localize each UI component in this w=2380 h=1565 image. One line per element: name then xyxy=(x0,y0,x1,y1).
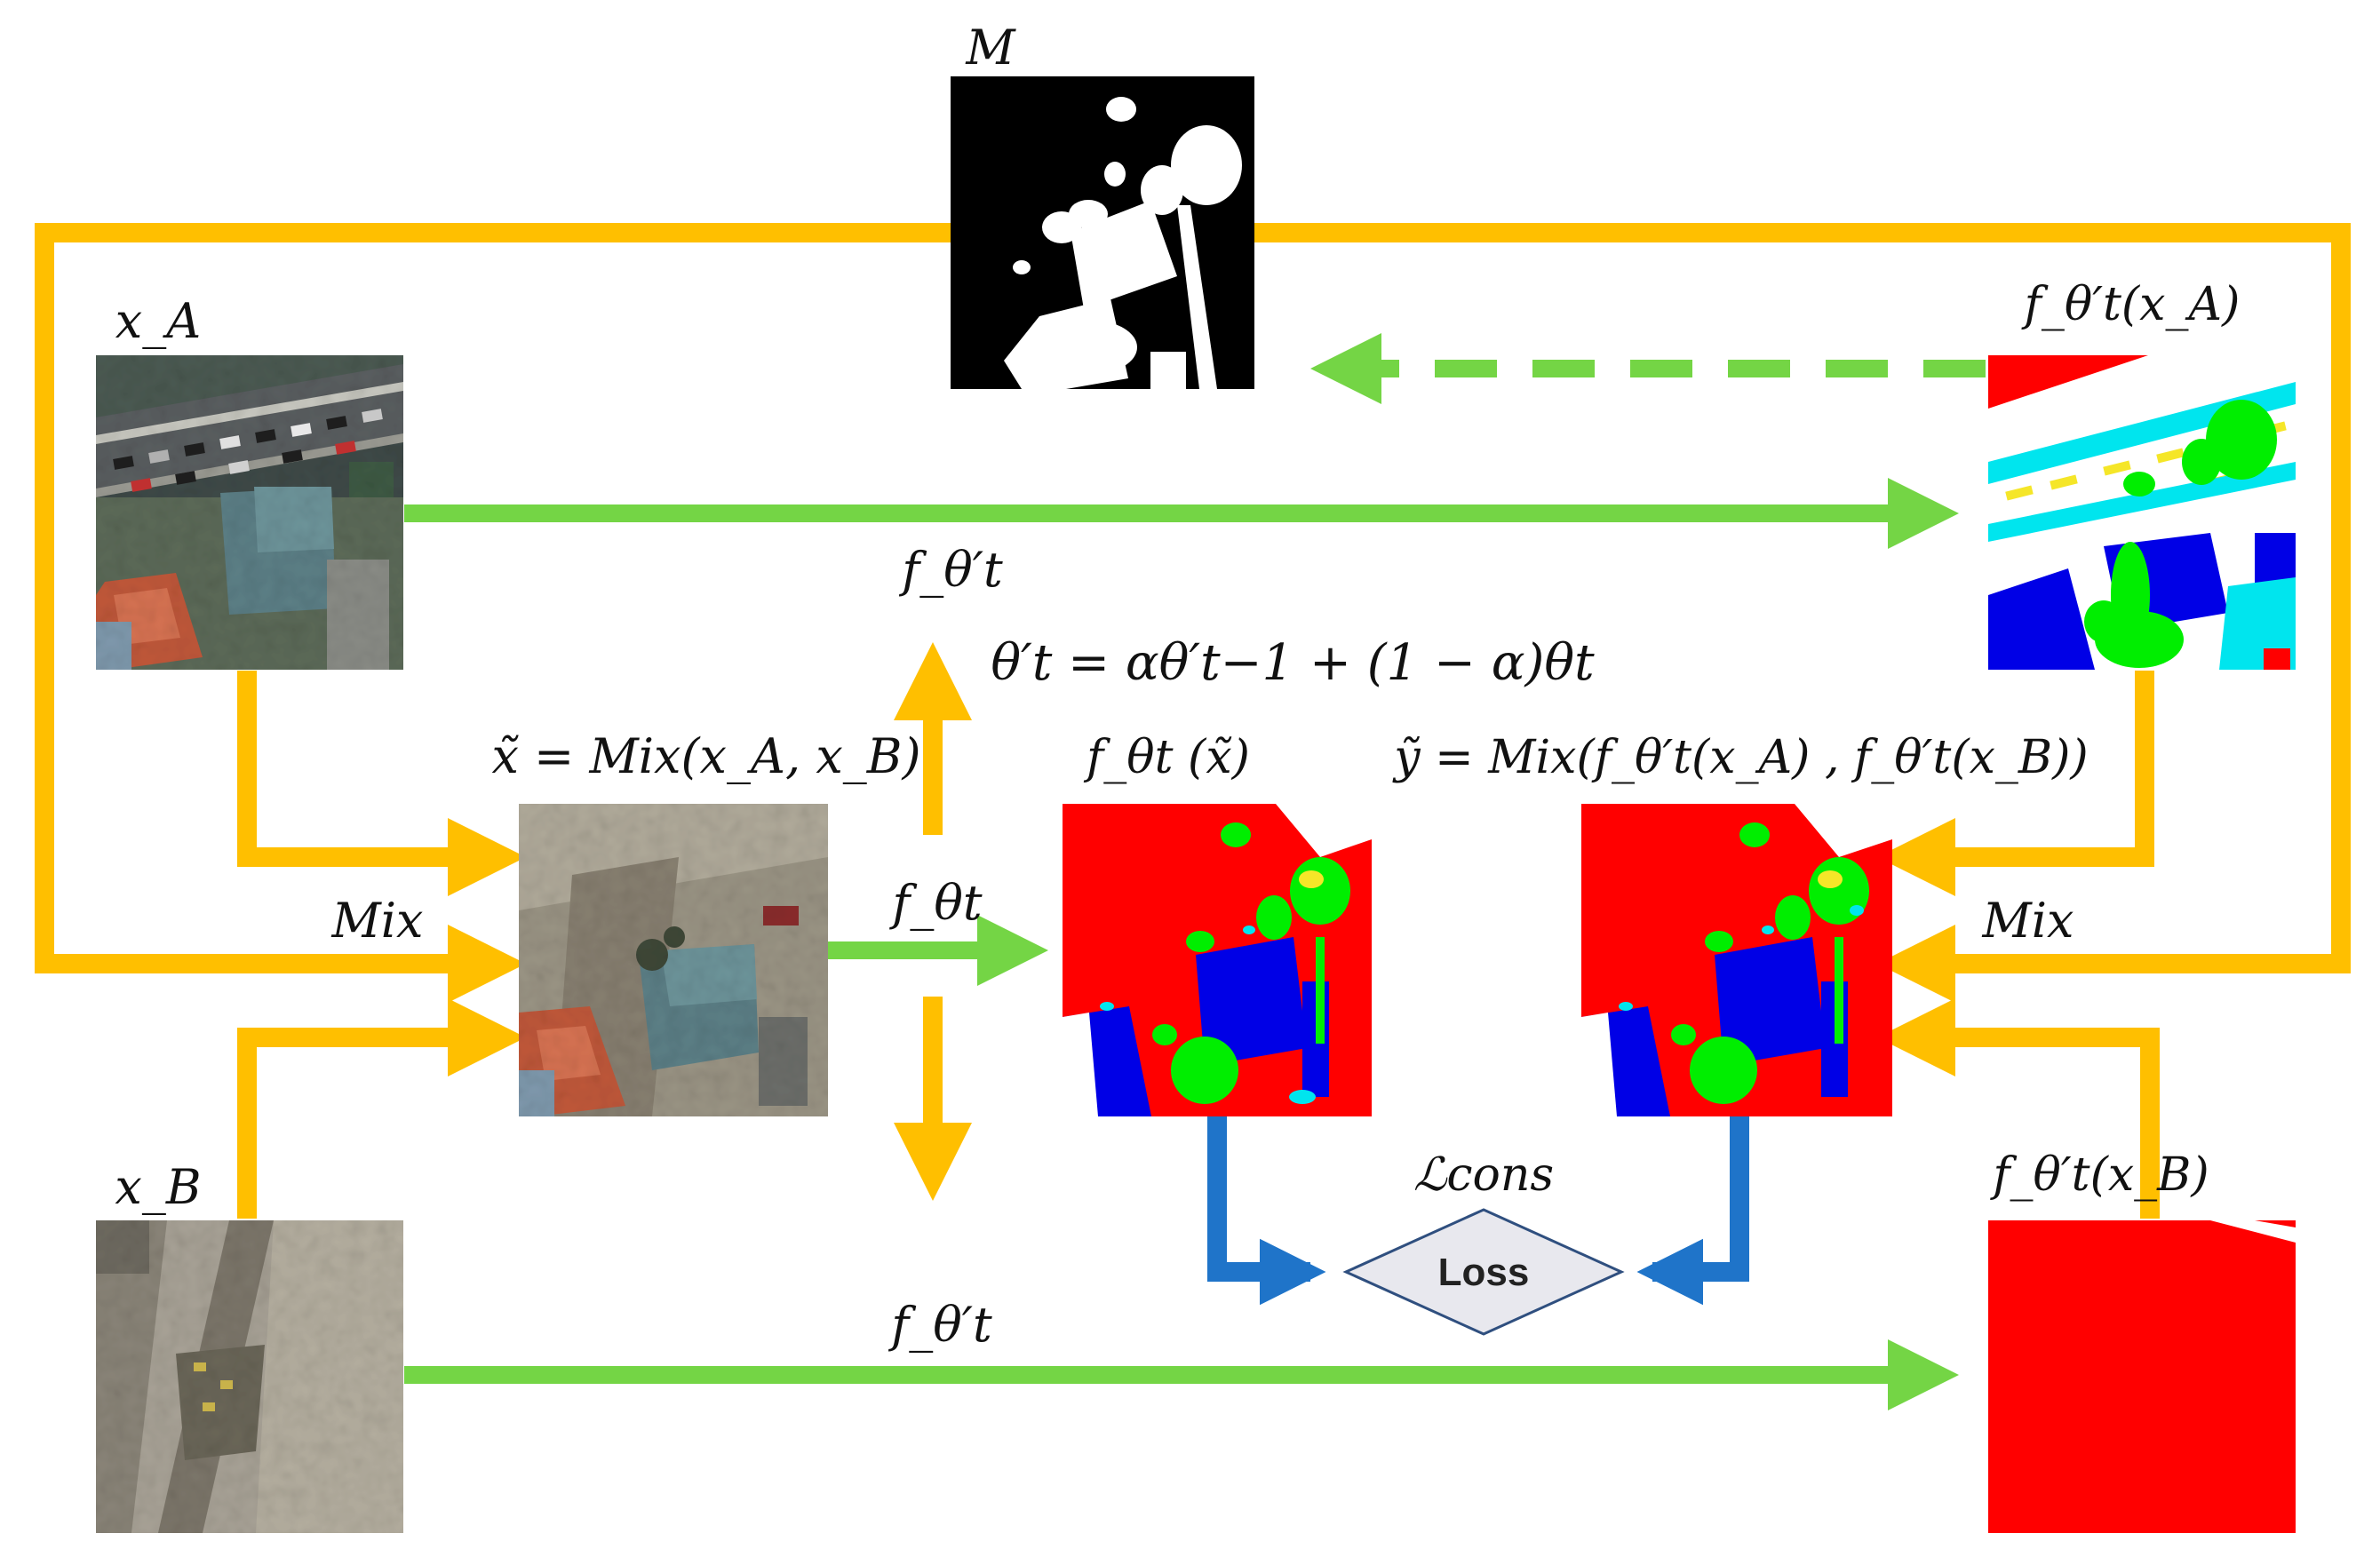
image-xa xyxy=(96,355,403,670)
student-to-loss-arrow xyxy=(1207,1115,1326,1306)
mask-to-mixed-pseudo-arrow xyxy=(1253,223,2351,1003)
student-prediction-label: f_θt (x̃) xyxy=(1083,731,1250,784)
seg-mixed-pseudo xyxy=(1581,804,1892,1116)
xb-to-mixed-input-arrow xyxy=(237,998,526,1219)
pred-a-to-mixed-pseudo-arrow xyxy=(1877,671,2154,896)
teacher-fn-top-label: f_θ′t xyxy=(898,542,1003,598)
mask-to-mixed-input-arrow xyxy=(35,223,951,1003)
seg-student xyxy=(1063,804,1372,1116)
mixed-input-label: x̃ = Mix(x_A, x_B) xyxy=(491,728,920,784)
student-fn-label: f_θt xyxy=(888,875,982,931)
loss-diamond xyxy=(1342,1208,1625,1336)
seg-pred-a xyxy=(1988,355,2296,670)
mask-label: M xyxy=(965,20,1016,75)
pred-b-to-mixed-pseudo-arrow xyxy=(1877,998,2160,1219)
seg-pred-b xyxy=(1988,1220,2296,1533)
pred-b-label: f_θ′t(x_B) xyxy=(1989,1148,2209,1202)
ema-update-label: θ′t = αθ′t−1 + (1 − α)θt xyxy=(991,634,1595,692)
consistency-loss-label: ℒcons xyxy=(1413,1148,1554,1202)
mask-m xyxy=(951,76,1254,389)
xa-to-mixed-input-arrow xyxy=(237,671,526,896)
xa-label: x_A xyxy=(115,293,201,349)
loss-connectors xyxy=(1207,1115,1749,1306)
mixed-pseudo-label: ỹ = Mix(f_θ′t(x_A) , f_θ′t(x_B)) xyxy=(1392,731,2088,784)
loss-node: Loss xyxy=(1342,1208,1625,1336)
mix-connectors xyxy=(35,223,2351,1219)
teacher-fn-bottom-label: f_θ′t xyxy=(888,1297,992,1353)
mix-right-label: Mix xyxy=(1981,893,2074,949)
image-mixed xyxy=(519,804,828,1116)
pred-a-label: f_θ′t(x_A) xyxy=(2021,278,2241,331)
xb-label: x_B xyxy=(115,1159,201,1215)
mix-left-label: Mix xyxy=(330,893,423,949)
pseudo-to-loss-arrow xyxy=(1636,1115,1749,1306)
image-xb xyxy=(96,1220,403,1533)
model-connectors xyxy=(404,333,1986,1410)
loss-box-label: Loss xyxy=(1438,1251,1530,1294)
